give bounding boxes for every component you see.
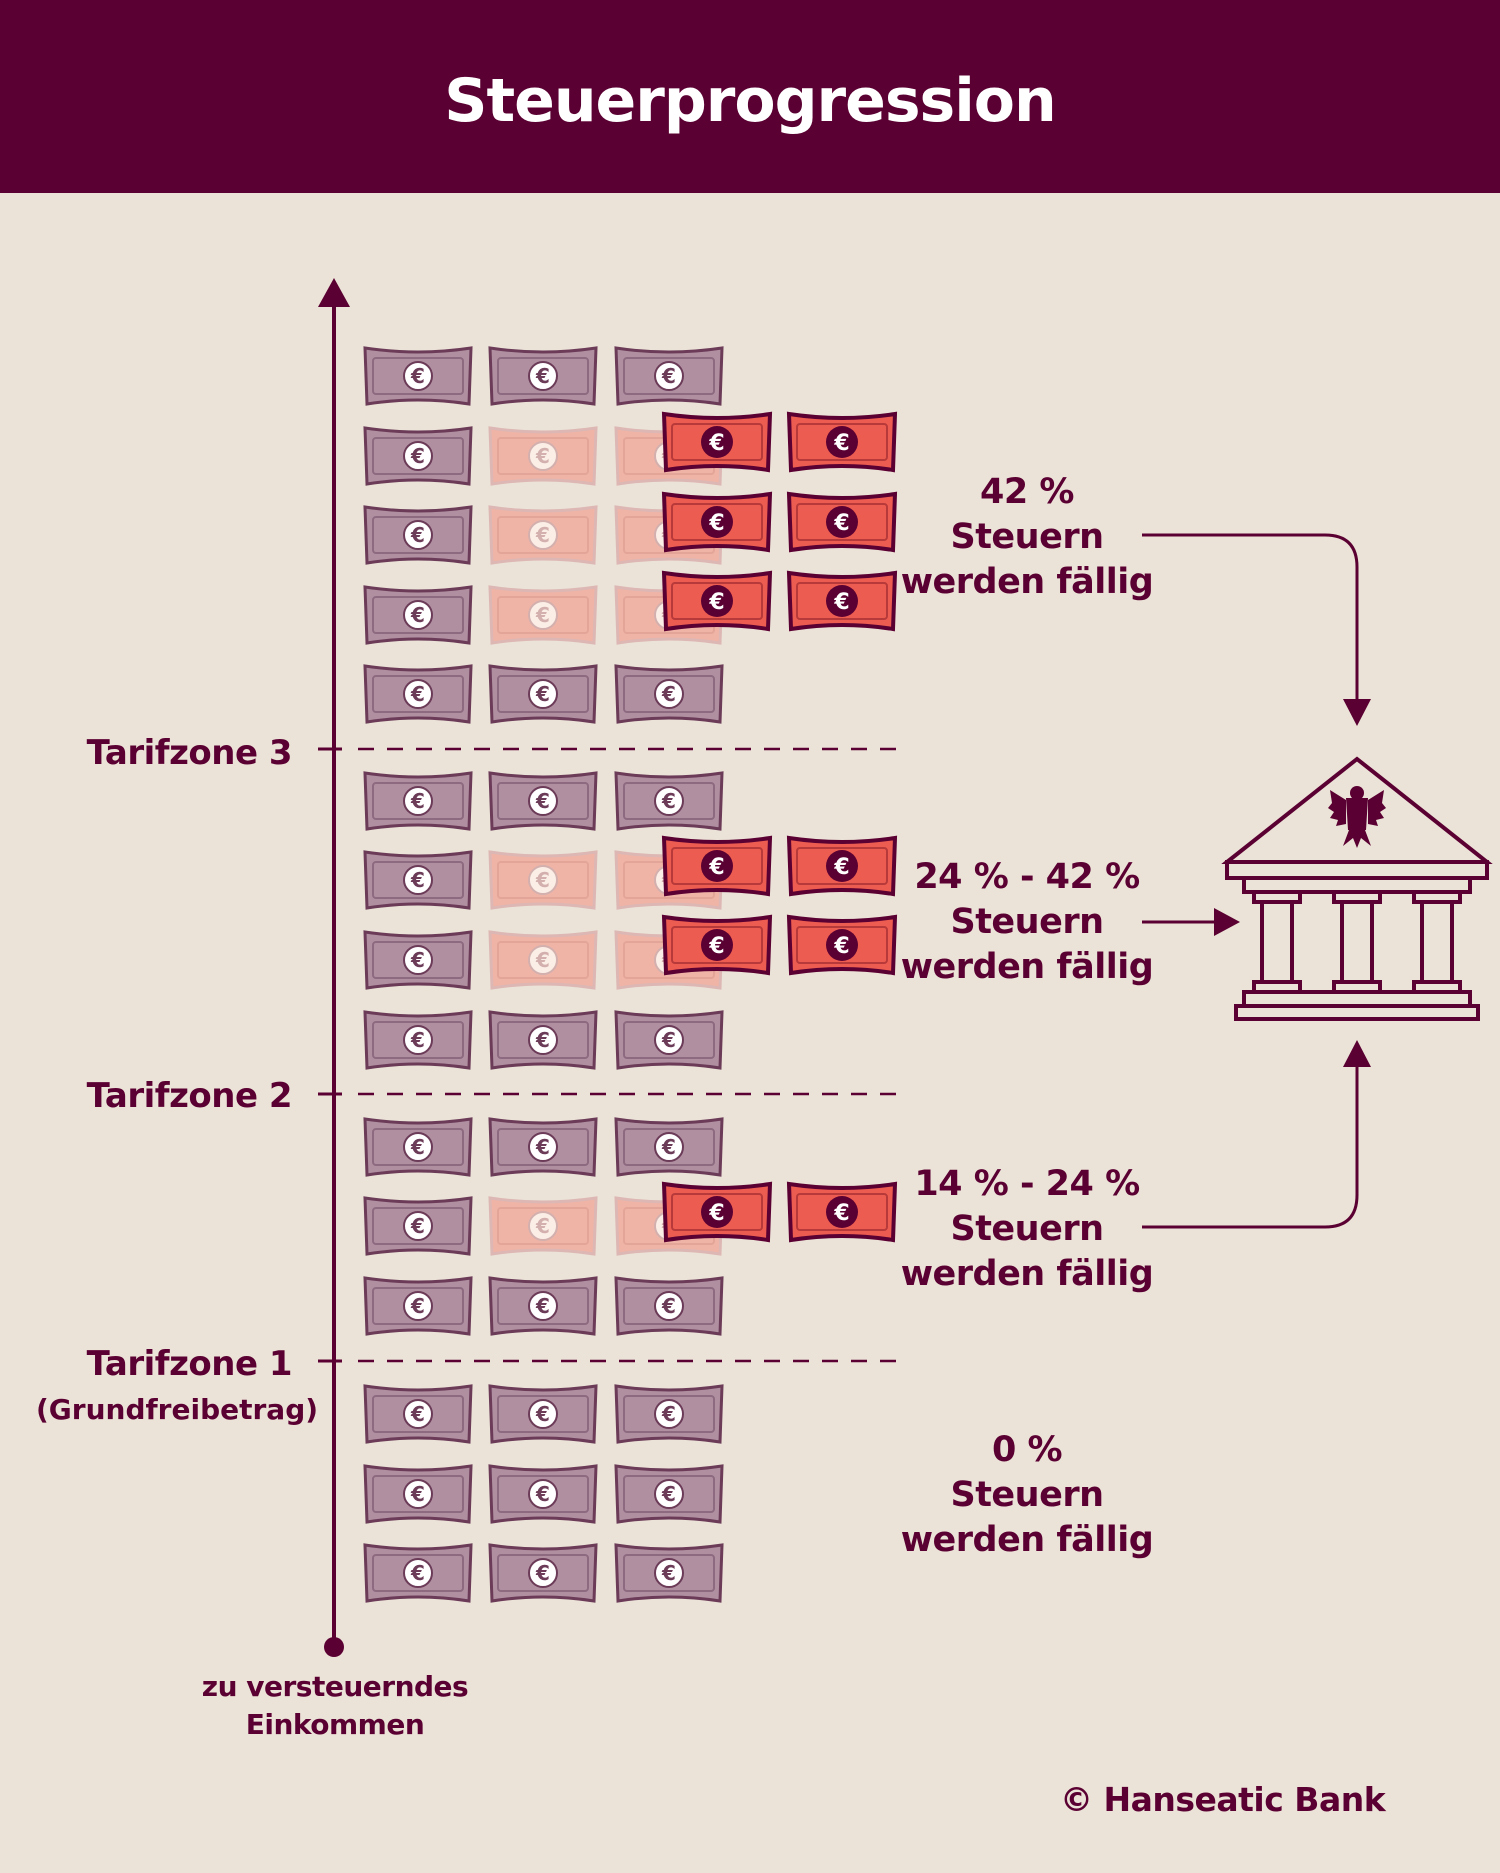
- banknote-icon: [363, 1464, 473, 1524]
- banknote-icon: [488, 1117, 598, 1177]
- taxed-banknote-icon: [662, 412, 772, 472]
- government-building-icon: [1221, 756, 1493, 1021]
- banknote-icon: [488, 1384, 598, 1444]
- banknote-icon: [614, 1543, 724, 1603]
- taxed-banknote-icon: [662, 915, 772, 975]
- banknote-faded-icon: [488, 426, 598, 486]
- banknote-icon: [363, 585, 473, 645]
- axis-caption-line1: zu versteuerndes: [201, 1670, 469, 1703]
- banknote-icon: [488, 1464, 598, 1524]
- tax-rate-block-42: 42 % Steuern werden fällig: [877, 470, 1177, 605]
- banknote-icon: [363, 1010, 473, 1070]
- banknote-icon: [614, 1384, 724, 1444]
- banknote-icon: [363, 771, 473, 831]
- banknote-icon: [488, 346, 598, 406]
- tax-rate-line3: werden fällig: [900, 947, 1154, 987]
- banknote-icon: [363, 346, 473, 406]
- banknote-faded-icon: [488, 505, 598, 565]
- tax-rate-line2: Steuern: [950, 902, 1104, 942]
- banknote-icon: [488, 1543, 598, 1603]
- banknote-faded-icon: [488, 850, 598, 910]
- banknote-icon: [614, 1276, 724, 1336]
- banknote-icon: [614, 1010, 724, 1070]
- tax-rate-line2: Steuern: [950, 1209, 1104, 1249]
- taxed-banknote-icon: [662, 492, 772, 552]
- banknote-icon: [363, 850, 473, 910]
- banknote-icon: [614, 771, 724, 831]
- tax-rate-block-0: 0 % Steuern werden fällig: [877, 1428, 1177, 1563]
- banknote-icon: [363, 1543, 473, 1603]
- tax-rate-block-14-24: 14 % - 24 % Steuern werden fällig: [877, 1162, 1177, 1297]
- axis-caption-line2: Einkommen: [245, 1708, 425, 1741]
- banknote-icon: [614, 1464, 724, 1524]
- arrow-42-percent: [1142, 533, 1359, 700]
- arrow-head-bottom-icon: [1343, 1040, 1371, 1067]
- banknote-icon: [363, 1196, 473, 1256]
- banknote-faded-icon: [488, 930, 598, 990]
- tax-rate-value: 24 % - 42 %: [914, 857, 1140, 897]
- axis-arrow-icon: [318, 278, 350, 307]
- tax-rate-line3: werden fällig: [900, 1254, 1154, 1294]
- taxed-banknote-icon: [662, 836, 772, 896]
- banknote-icon: [614, 346, 724, 406]
- tax-rate-line2: Steuern: [950, 517, 1104, 557]
- banknote-icon: [488, 771, 598, 831]
- banknote-icon: [363, 1117, 473, 1177]
- tax-rate-line2: Steuern: [950, 1475, 1104, 1515]
- tax-rate-value: 0 %: [991, 1430, 1063, 1470]
- page-title: Steuerprogression: [444, 65, 1057, 136]
- arrow-head-middle-icon: [1214, 908, 1240, 936]
- eagle-emblem-icon: [1328, 786, 1386, 848]
- banknote-icon: [488, 1276, 598, 1336]
- axis-origin-dot: [324, 1637, 344, 1657]
- taxed-banknote-icon: [787, 412, 897, 472]
- banknote-icon: [363, 1276, 473, 1336]
- banknote-icon: [488, 1010, 598, 1070]
- banknote-faded-icon: [488, 1196, 598, 1256]
- arrow-head-top-icon: [1343, 699, 1371, 726]
- banknote-icon: [363, 426, 473, 486]
- banknote-icon: [614, 1117, 724, 1177]
- banknote-icon: [363, 930, 473, 990]
- tax-rate-line3: werden fällig: [900, 1520, 1154, 1560]
- banknote-faded-icon: [488, 585, 598, 645]
- header-bar: Steuerprogression: [0, 0, 1500, 193]
- zone-label-2: Tarifzone 2: [86, 1076, 293, 1116]
- copyright-notice: © Hanseatic Bank: [1060, 1780, 1386, 1819]
- tax-rate-line3: werden fällig: [900, 562, 1154, 602]
- tax-rate-value: 42 %: [980, 472, 1074, 512]
- banknote-grid: [363, 346, 897, 1603]
- banknote-icon: [363, 664, 473, 724]
- banknote-icon: [614, 664, 724, 724]
- zone-label-3: Tarifzone 3: [86, 733, 293, 773]
- banknote-icon: [488, 664, 598, 724]
- zone-label-1-sub: (Grundfreibetrag): [36, 1393, 319, 1426]
- zone-label-1: Tarifzone 1: [86, 1344, 293, 1384]
- tax-rate-block-24-42: 24 % - 42 % Steuern werden fällig: [877, 855, 1177, 990]
- arrow-14-24-percent: [1142, 1066, 1359, 1229]
- taxed-banknote-icon: [662, 1182, 772, 1242]
- taxed-banknote-icon: [662, 571, 772, 631]
- tax-rate-value: 14 % - 24 %: [914, 1164, 1140, 1204]
- axis-caption: zu versteuerndes Einkommen: [190, 1668, 480, 1744]
- banknote-icon: [363, 505, 473, 565]
- banknote-icon: [363, 1384, 473, 1444]
